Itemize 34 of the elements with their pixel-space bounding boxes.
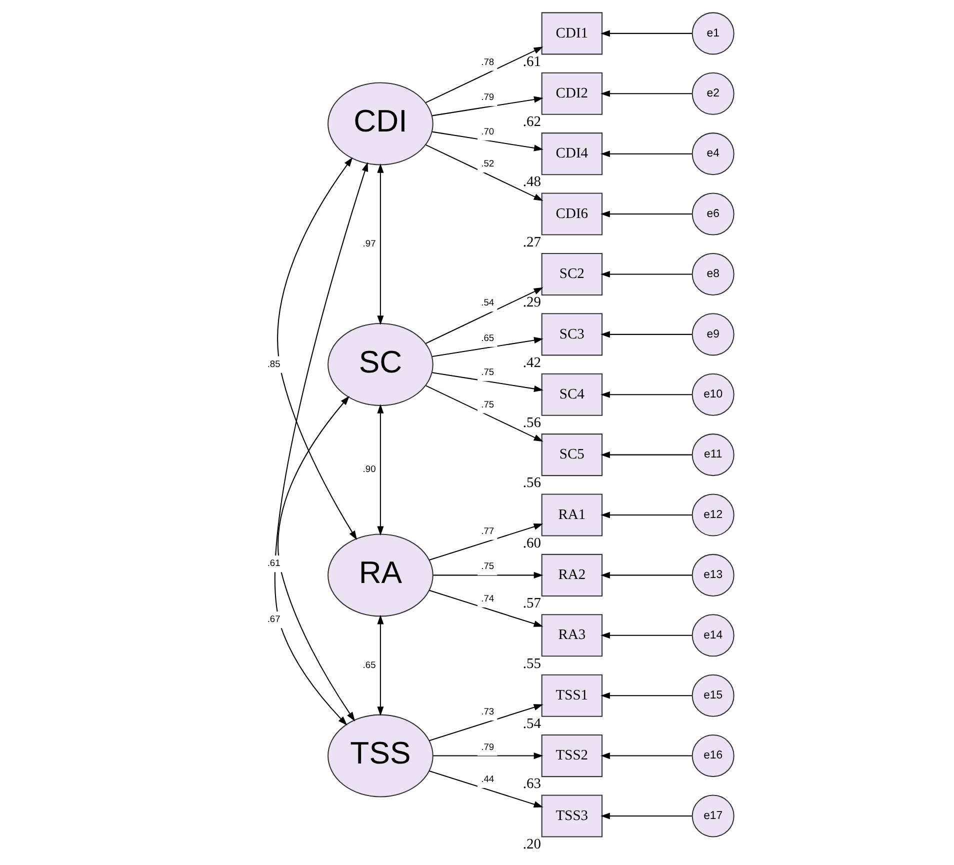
node-label: .56 <box>522 415 541 431</box>
edge-label: .79 <box>480 742 494 752</box>
edge-label: .52 <box>480 158 494 168</box>
node-label: .29 <box>522 294 541 311</box>
edge-label: .65 <box>362 660 376 670</box>
node-label: .20 <box>522 836 541 852</box>
node-label: .57 <box>522 596 541 612</box>
edge-label: .78 <box>480 56 494 67</box>
node-label: .56 <box>522 475 541 492</box>
edge-label: .79 <box>480 92 494 102</box>
edge-label: .65 <box>480 332 494 343</box>
node-label: .42 <box>522 354 541 371</box>
node-label: .27 <box>522 234 541 250</box>
edge-label: .75 <box>480 561 494 572</box>
edge-label: .67 <box>266 614 280 624</box>
edge-label: .70 <box>480 126 494 136</box>
edge-label: .74 <box>480 593 494 604</box>
edge-label: .85 <box>266 358 280 369</box>
node-label: .54 <box>522 716 541 732</box>
edge-label: .77 <box>480 526 494 536</box>
edge-label: .75 <box>480 399 494 410</box>
node-label: .60 <box>522 535 541 552</box>
edge-label: .90 <box>362 464 376 474</box>
edge-label: .44 <box>480 774 494 784</box>
node-label: .55 <box>522 656 541 672</box>
node-label: .63 <box>522 776 541 792</box>
edge-label: .97 <box>362 238 376 248</box>
edge-label: .54 <box>480 298 494 308</box>
edge-label: .73 <box>480 706 494 716</box>
node-label: .48 <box>522 174 541 190</box>
node-label: .62 <box>522 114 541 130</box>
edge-label: .75 <box>480 367 494 378</box>
edge-label: .61 <box>266 558 280 568</box>
node-label: .61 <box>522 54 541 70</box>
